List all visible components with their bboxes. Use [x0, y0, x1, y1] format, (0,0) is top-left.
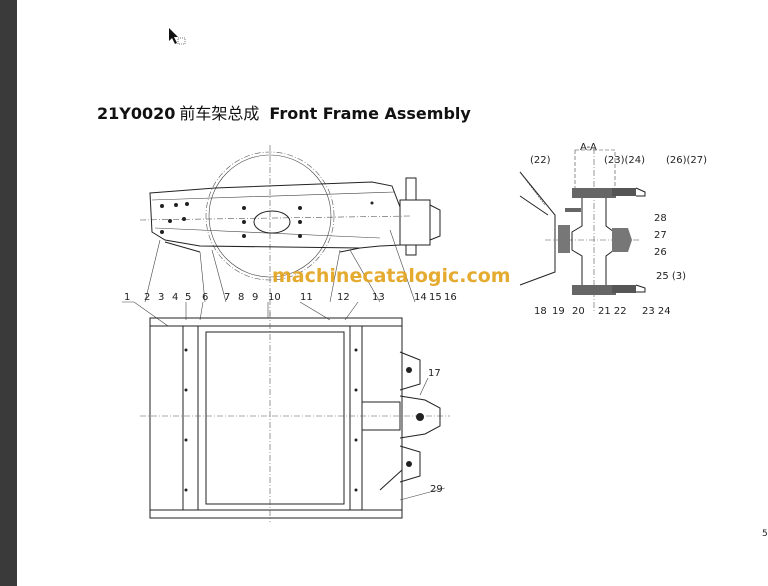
document-page — [17, 0, 768, 586]
callout-8: 8 — [238, 292, 244, 303]
detail-labels: A-A (22) (23)(24) (26)(27) 28 27 26 25 (… — [530, 142, 707, 317]
callout-9: 9 — [252, 292, 258, 303]
callout-29: 29 — [430, 484, 443, 495]
detail-label: 18 — [534, 306, 547, 317]
leader-lines — [122, 229, 416, 327]
detail-label: 21 22 — [598, 306, 627, 317]
detail-label: (26)(27) — [666, 155, 707, 166]
callout-14: 14 — [414, 292, 427, 303]
detail-label: (23)(24) — [604, 155, 645, 166]
callout-6: 6 — [202, 292, 208, 303]
detail-label: 19 — [552, 306, 565, 317]
callout-7: 7 — [224, 292, 230, 303]
detail-label: 20 — [572, 306, 585, 317]
callout-2: 2 — [144, 292, 150, 303]
title-english: Front Frame Assembly — [269, 104, 471, 123]
plan-view — [140, 312, 450, 522]
mouse-cursor-icon — [169, 28, 186, 45]
callout-15: 15 — [429, 292, 442, 303]
detail-label: 27 — [654, 230, 667, 241]
side-view — [139, 145, 441, 318]
detail-label: 28 — [654, 213, 667, 224]
callout-3: 3 — [158, 292, 164, 303]
detail-label: 26 — [654, 247, 667, 258]
callout-13: 13 — [372, 292, 385, 303]
title-code: 21Y0020 — [97, 104, 176, 123]
detail-label: 25 (3) — [656, 271, 686, 282]
detail-section-view — [519, 148, 646, 312]
detail-label: (22) — [530, 155, 551, 166]
callout-12: 12 — [337, 292, 350, 303]
detail-label: 23 24 — [642, 306, 671, 317]
callout-10: 10 — [268, 292, 281, 303]
callout-4: 4 — [172, 292, 178, 303]
callout-labels: 1 2 3 4 5 6 7 8 9 10 11 12 13 14 15 16 1… — [124, 292, 457, 495]
section-mark: A-A — [580, 142, 597, 153]
callout-1: 1 — [124, 292, 130, 303]
watermark: machinecatalogic.com — [272, 265, 511, 287]
callout-11: 11 — [300, 292, 313, 303]
page-number: 5 — [762, 529, 768, 539]
callout-16: 16 — [444, 292, 457, 303]
title-chinese: 前车架总成 — [179, 104, 260, 123]
viewer-left-border — [0, 0, 17, 586]
callout-17: 17 — [428, 368, 441, 379]
callout-5: 5 — [185, 292, 191, 303]
